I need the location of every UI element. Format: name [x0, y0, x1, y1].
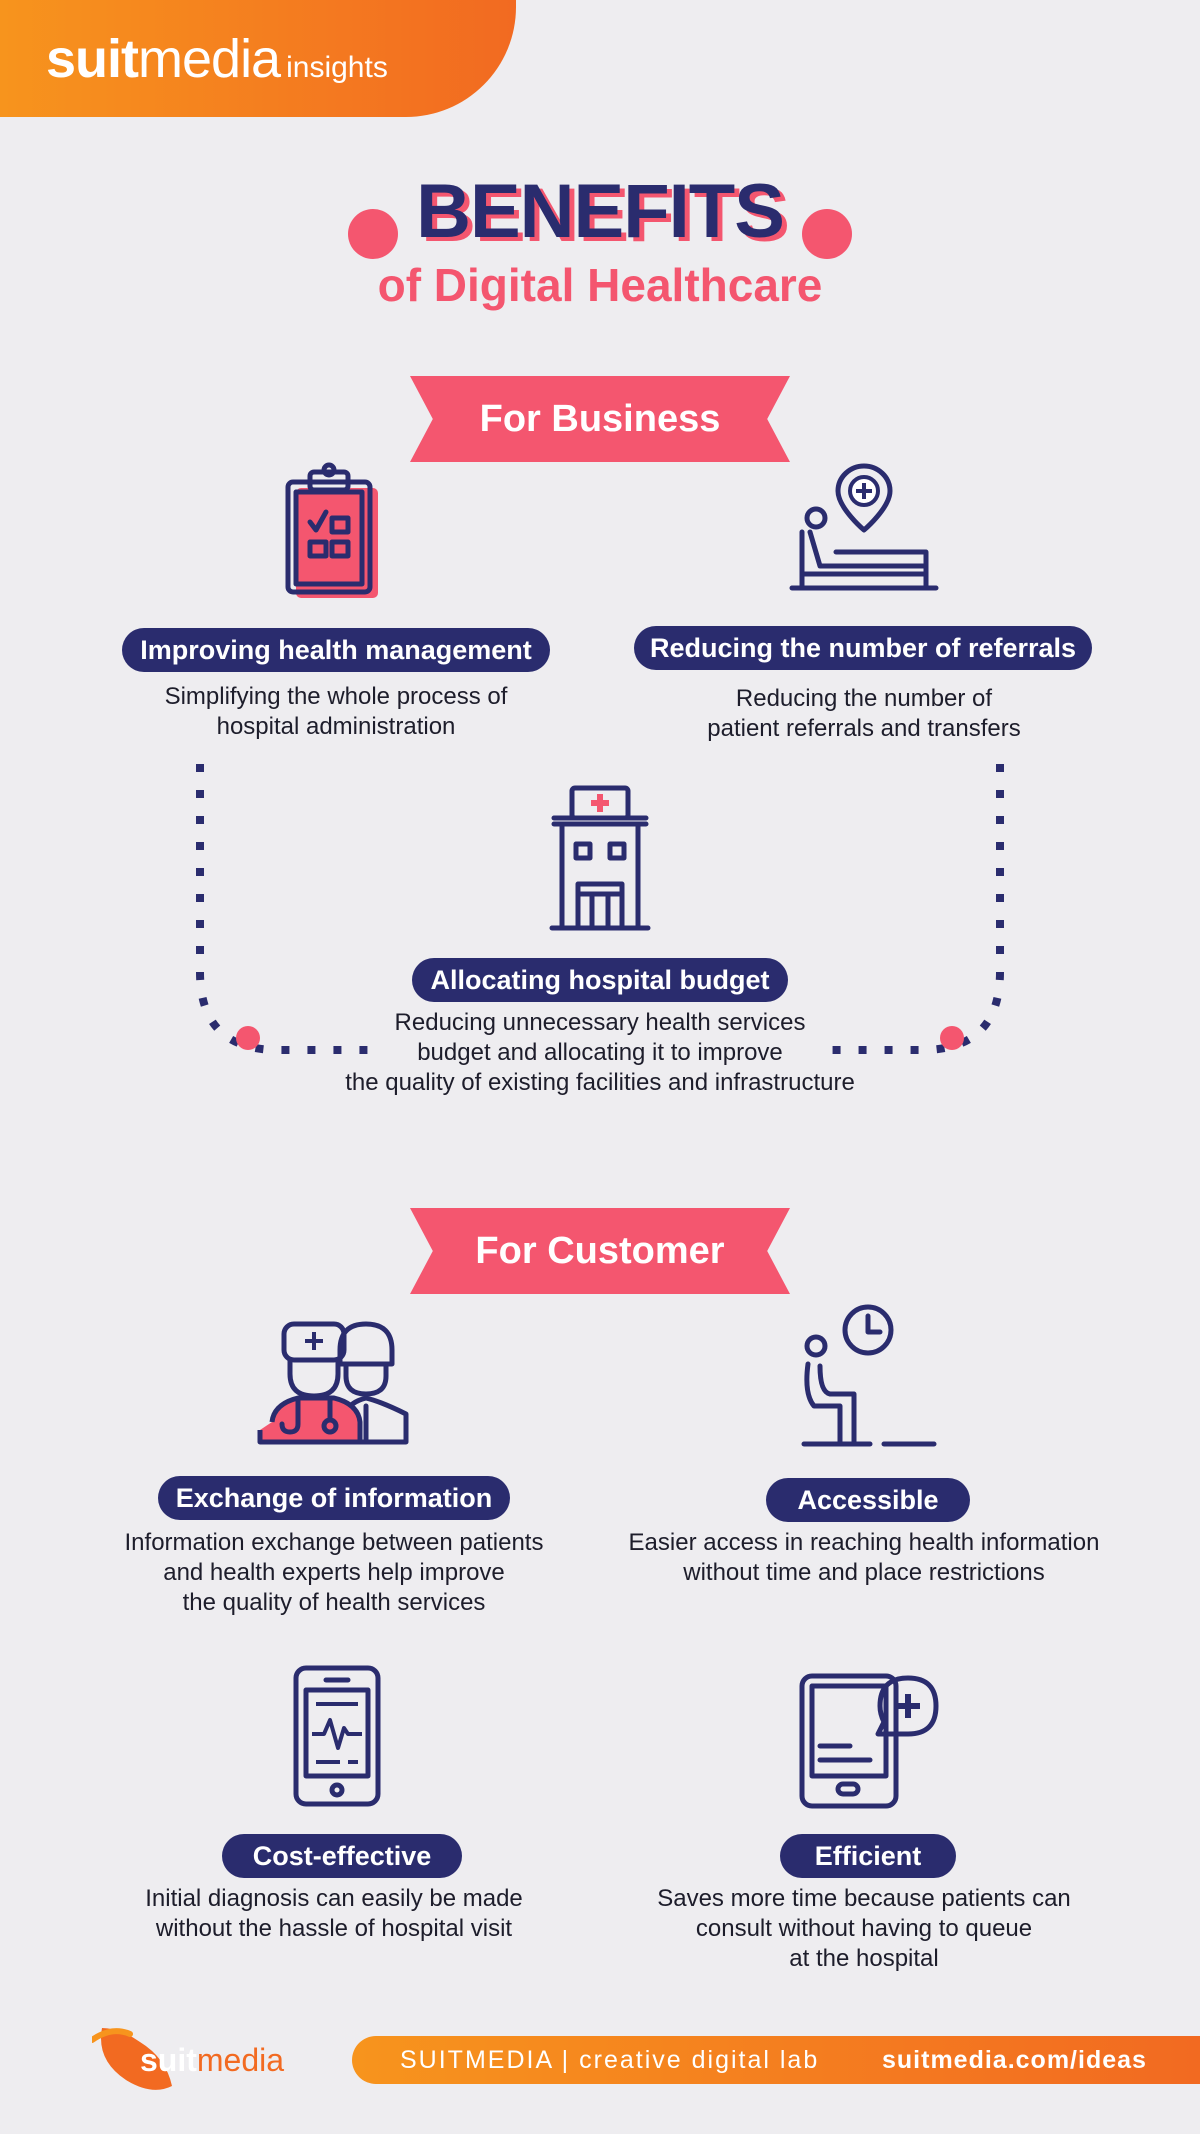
footer-logo-light: media	[196, 2042, 285, 2078]
suitmedia-logo-mark-icon	[92, 2028, 172, 2090]
logo-bold-text: suit	[46, 29, 139, 89]
waiting-clock-icon	[801, 1304, 937, 1447]
doctor-nurse-icon	[257, 1321, 409, 1445]
page-title: BENEFITS	[416, 169, 785, 254]
footer-url-link[interactable]: suitmedia.com/ideas	[882, 2046, 1147, 2074]
pill-cost-effective: Cost-effective	[222, 1834, 462, 1878]
desc-accessible: Easier access in reaching health informa…	[628, 1529, 1100, 1586]
business-section-heading: For Business	[410, 376, 790, 462]
brand-header-tab	[0, 0, 516, 117]
customer-section-heading: For Customer	[410, 1208, 790, 1294]
clipboard-checklist-icon	[285, 462, 378, 598]
logo-sub-text: insights	[286, 51, 388, 84]
phone-heartbeat-icon	[293, 1665, 381, 1807]
pill-accessible: Accessible	[766, 1478, 970, 1522]
footer-logo[interactable]: suitmedia	[140, 2042, 284, 2079]
pill-exchange-of-information: Exchange of information	[158, 1476, 510, 1520]
pill-reducing-referrals: Reducing the number of referrals	[634, 626, 1092, 670]
pill-efficient: Efficient	[780, 1834, 956, 1878]
hospital-building-icon	[549, 785, 651, 931]
footer-tagline: SUITMEDIA | creative digital lab	[400, 2046, 820, 2074]
title-dot-right	[802, 209, 852, 259]
footer-logo-bold: suit	[140, 2042, 197, 2078]
hospital-bed-location-icon	[789, 463, 939, 591]
logo-light-text: media	[138, 29, 281, 89]
pill-improving-health-management: Improving health management	[122, 628, 550, 672]
page-subtitle: of Digital Healthcare	[377, 259, 823, 311]
tablet-medical-chat-icon	[799, 1673, 939, 1809]
dotted-connector	[196, 764, 1004, 1054]
pill-allocating-hospital-budget: Allocating hospital budget	[412, 958, 788, 1002]
footer-bar	[352, 2036, 1200, 2084]
title-dot-left	[348, 209, 398, 259]
